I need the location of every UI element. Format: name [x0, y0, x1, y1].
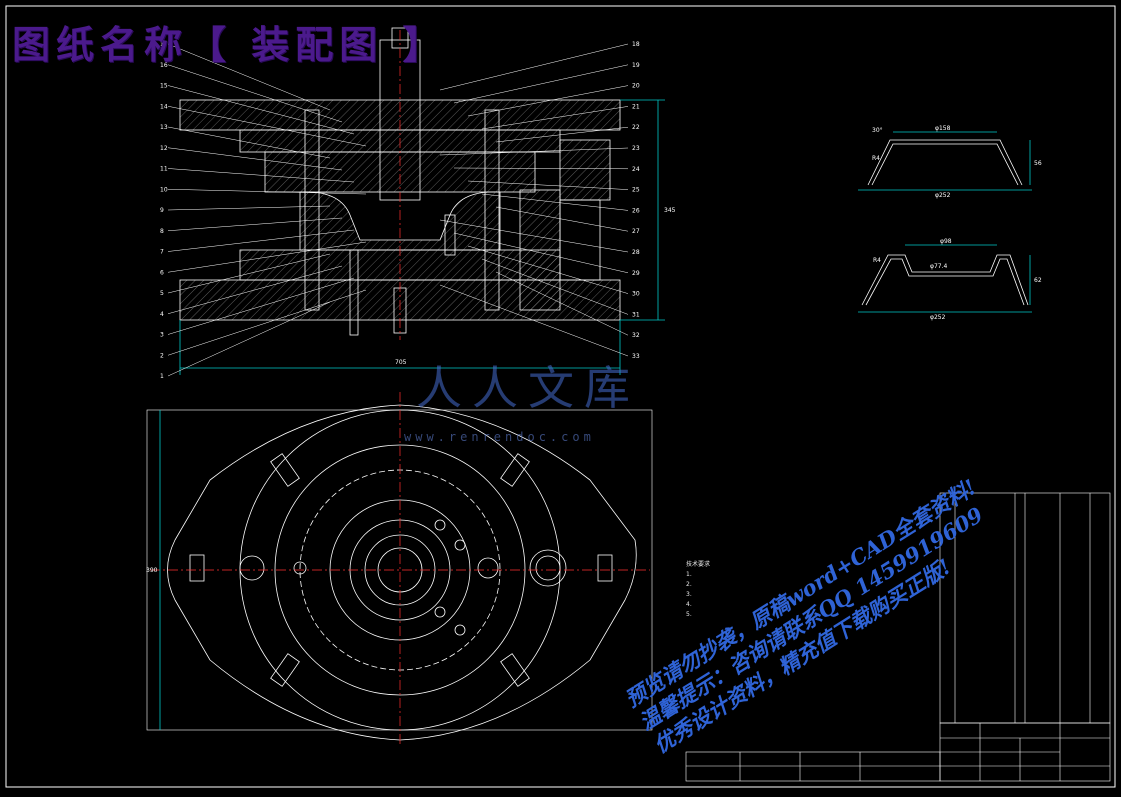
part-detail-2 — [858, 244, 1032, 313]
callout-leader-right — [467, 85, 629, 117]
callout-leader-left — [167, 64, 343, 123]
callout-leader-right — [495, 126, 629, 143]
callout-number-left: 13 — [160, 124, 168, 131]
part2-dim-height: 62 — [1034, 277, 1042, 284]
part1-dim-top: φ158 — [935, 125, 951, 132]
callout-number-left: 4 — [160, 311, 164, 318]
callout-number-left: 5 — [160, 290, 164, 297]
callout-leader-left — [167, 277, 355, 335]
callout-number-left: 14 — [160, 103, 168, 110]
dim-total-width: 705 — [395, 359, 407, 366]
callout-number-right: 32 — [632, 332, 640, 339]
notes-heading: 技术要求 — [686, 561, 711, 568]
callout-leader-right — [453, 64, 629, 104]
callout-leader-left — [167, 43, 331, 111]
technical-notes: 技术要求 1. 2. 3. 4. 5. — [686, 560, 710, 620]
callout-leader-right — [439, 284, 629, 357]
callout-leader-right — [453, 232, 629, 274]
callout-number-right: 18 — [632, 41, 640, 48]
callout-leader-left — [167, 217, 343, 231]
callout-number-right: 23 — [632, 145, 640, 152]
part2-dim-bottom: φ252 — [930, 314, 946, 321]
note-line: 3. — [686, 591, 692, 598]
callout-number-right: 27 — [632, 228, 640, 235]
callout-number-left: 9 — [160, 207, 164, 214]
callout-leader-right — [481, 106, 629, 130]
callout-number-left: 7 — [160, 249, 164, 256]
callout-leader-right — [439, 43, 629, 91]
dim-plan-height: 390 — [146, 567, 158, 574]
callout-leader-left — [167, 289, 367, 356]
callout-leader-left — [167, 168, 355, 183]
part-callouts: 1716151413121110987654321181920212223242… — [160, 41, 640, 380]
callout-number-right: 20 — [632, 83, 640, 90]
callout-leader-right — [495, 271, 629, 336]
drawing-frame — [5, 5, 1116, 788]
callout-number-left: 17 — [160, 41, 168, 48]
callout-number-right: 29 — [632, 270, 640, 277]
callout-leader-right — [439, 219, 629, 253]
part2-dim-radius: R4 — [873, 257, 881, 264]
callout-leader-left — [167, 147, 343, 171]
note-line: 5. — [686, 611, 692, 618]
watermark-url: www.renrendoc.com — [404, 430, 595, 444]
callout-number-left: 8 — [160, 228, 164, 235]
callout-leader-right — [467, 180, 629, 190]
callout-number-right: 30 — [632, 291, 640, 298]
callout-leader-left — [167, 205, 331, 211]
callout-number-left: 6 — [160, 269, 164, 276]
callout-leader-right — [439, 147, 629, 156]
watermark-logo: 人人文库 — [416, 361, 640, 415]
callout-number-left: 15 — [160, 83, 168, 90]
callout-number-right: 28 — [632, 249, 640, 256]
dim-height: 345 — [664, 207, 676, 214]
callout-number-left: 12 — [160, 145, 168, 152]
part1-dim-height: 56 — [1034, 160, 1042, 167]
callout-leader-left — [167, 301, 331, 377]
callout-number-right: 26 — [632, 207, 640, 214]
callout-leader-right — [495, 206, 629, 232]
note-line: 1. — [686, 571, 692, 578]
callout-leader-left — [167, 106, 367, 147]
callout-number-left: 1 — [160, 373, 164, 380]
callout-number-left: 11 — [160, 166, 168, 173]
callout-number-right: 25 — [632, 187, 640, 194]
callout-leader-right — [467, 245, 629, 294]
part-detail-1 — [858, 131, 1032, 191]
note-line: 4. — [686, 601, 692, 608]
callout-number-right: 31 — [632, 311, 640, 318]
callout-number-right: 24 — [632, 166, 640, 173]
note-line: 2. — [686, 581, 692, 588]
callout-leader-left — [167, 241, 367, 273]
callout-leader-left — [167, 189, 367, 195]
part1-dim-angle: 30° — [872, 127, 883, 134]
callout-leader-right — [453, 167, 629, 170]
callout-leader-right — [481, 193, 629, 211]
part2-dim-inner: φ77.4 — [930, 263, 948, 270]
front-section-view — [179, 27, 665, 375]
callout-leader-left — [167, 229, 355, 252]
callout-leader-left — [167, 253, 331, 294]
callout-number-right: 33 — [632, 353, 640, 360]
plan-view — [146, 392, 653, 745]
callout-number-left: 2 — [160, 352, 164, 359]
callout-number-right: 19 — [632, 62, 640, 69]
callout-number-left: 3 — [160, 332, 164, 339]
callout-number-right: 21 — [632, 103, 640, 110]
callout-number-left: 10 — [160, 186, 168, 193]
part2-dim-top: φ98 — [940, 238, 952, 245]
callout-leader-right — [481, 258, 629, 315]
callout-number-right: 22 — [632, 124, 640, 131]
callout-leader-left — [167, 265, 343, 314]
drawing-title: 图纸名称【 装配图 】 — [12, 22, 447, 67]
part1-dim-bottom: φ252 — [935, 192, 951, 199]
part1-dim-radius: R4 — [872, 155, 880, 162]
callout-leader-left — [167, 85, 355, 135]
callout-number-left: 16 — [160, 62, 168, 69]
callout-leader-left — [167, 126, 331, 159]
title-block — [685, 722, 1111, 782]
